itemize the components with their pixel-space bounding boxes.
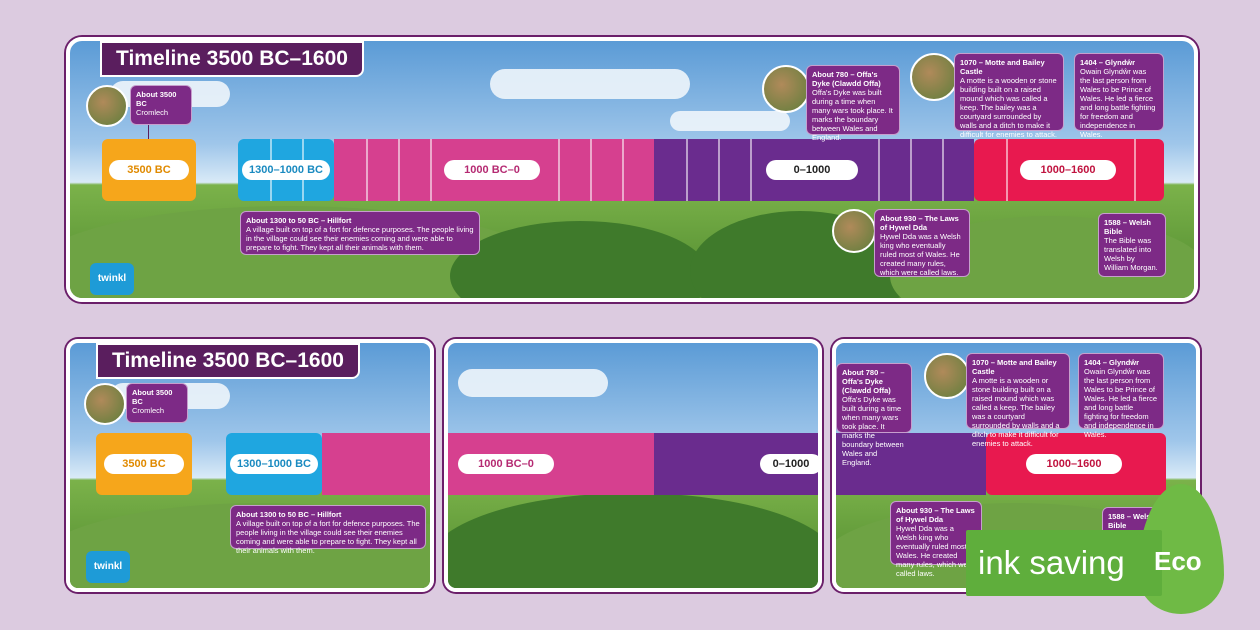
divider (750, 139, 752, 201)
period-0-1000 (836, 433, 986, 495)
cromlech-image (84, 383, 126, 425)
period-1000bc-0 (322, 433, 430, 495)
divider (942, 139, 944, 201)
divider (718, 139, 720, 201)
event-offas-dyke: About 780 – Offa's Dyke (Clawdd Offa)Off… (836, 363, 912, 467)
divider (686, 139, 688, 201)
motte-bailey-image (924, 353, 970, 399)
event-offas-dyke: About 780 – Offa's Dyke (Clawdd Offa)Off… (806, 65, 900, 142)
period-1300-1000bc: 1300–1000 BC (226, 433, 322, 495)
period-label: 1000–1600 (1026, 454, 1122, 474)
twinkl-logo: twinkl (90, 263, 134, 295)
period-label: 0–1000 (760, 454, 818, 474)
divider (366, 139, 368, 201)
period-label: 3500 BC (109, 160, 189, 180)
period-label: 1300–1000 BC (242, 160, 330, 180)
divider (1134, 139, 1136, 201)
period-0-1000: 0–1000 (654, 139, 974, 201)
cromlech-image (86, 85, 128, 127)
period-label: 1000 BC–0 (444, 160, 540, 180)
offas-dyke-image (762, 65, 810, 113)
period-1000bc-0: 1000 BC–0 (334, 139, 654, 201)
cloud (490, 69, 690, 99)
timeline-banner-full: Timeline 3500 BC–1600 3500 BC 1300–1000 … (66, 37, 1198, 302)
page-title: Timeline 3500 BC–1600 (96, 343, 360, 379)
page-title: Timeline 3500 BC–1600 (100, 41, 364, 77)
period-1000-1600: 1000–1600 (986, 433, 1166, 495)
divider (622, 139, 624, 201)
period-label: 0–1000 (766, 160, 858, 180)
divider (878, 139, 880, 201)
period-1000-1600: 1000–1600 (974, 139, 1164, 201)
period-label: 1000–1600 (1020, 160, 1116, 180)
hill (448, 493, 818, 588)
divider (430, 139, 432, 201)
period-3500bc: 3500 BC (102, 139, 196, 201)
period-3500bc: 3500 BC (96, 433, 192, 495)
period-label: 1300–1000 BC (230, 454, 318, 474)
divider (590, 139, 592, 201)
cloud (670, 111, 790, 131)
period-1000bc-0: 1000 BC–0 (448, 433, 654, 495)
twinkl-logo: twinkl (86, 551, 130, 583)
eco-label: Eco (1154, 546, 1202, 576)
timeline-panel-1: Timeline 3500 BC–1600 3500 BC 1300–1000 … (66, 339, 434, 592)
motte-bailey-image (910, 53, 958, 101)
divider (1006, 139, 1008, 201)
divider (910, 139, 912, 201)
period-0-1000: 0–1000 (654, 433, 818, 495)
period-label: 1000 BC–0 (458, 454, 554, 474)
divider (398, 139, 400, 201)
period-label: 3500 BC (104, 454, 184, 474)
period-1300-1000bc: 1300–1000 BC (238, 139, 334, 201)
divider (558, 139, 560, 201)
timeline-panel-2: 1000 BC–0 0–1000 (444, 339, 822, 592)
connector-line (148, 125, 149, 139)
ink-saving-badge: ink saving (966, 530, 1162, 596)
hywel-dda-image (832, 209, 876, 253)
cloud (458, 369, 608, 397)
